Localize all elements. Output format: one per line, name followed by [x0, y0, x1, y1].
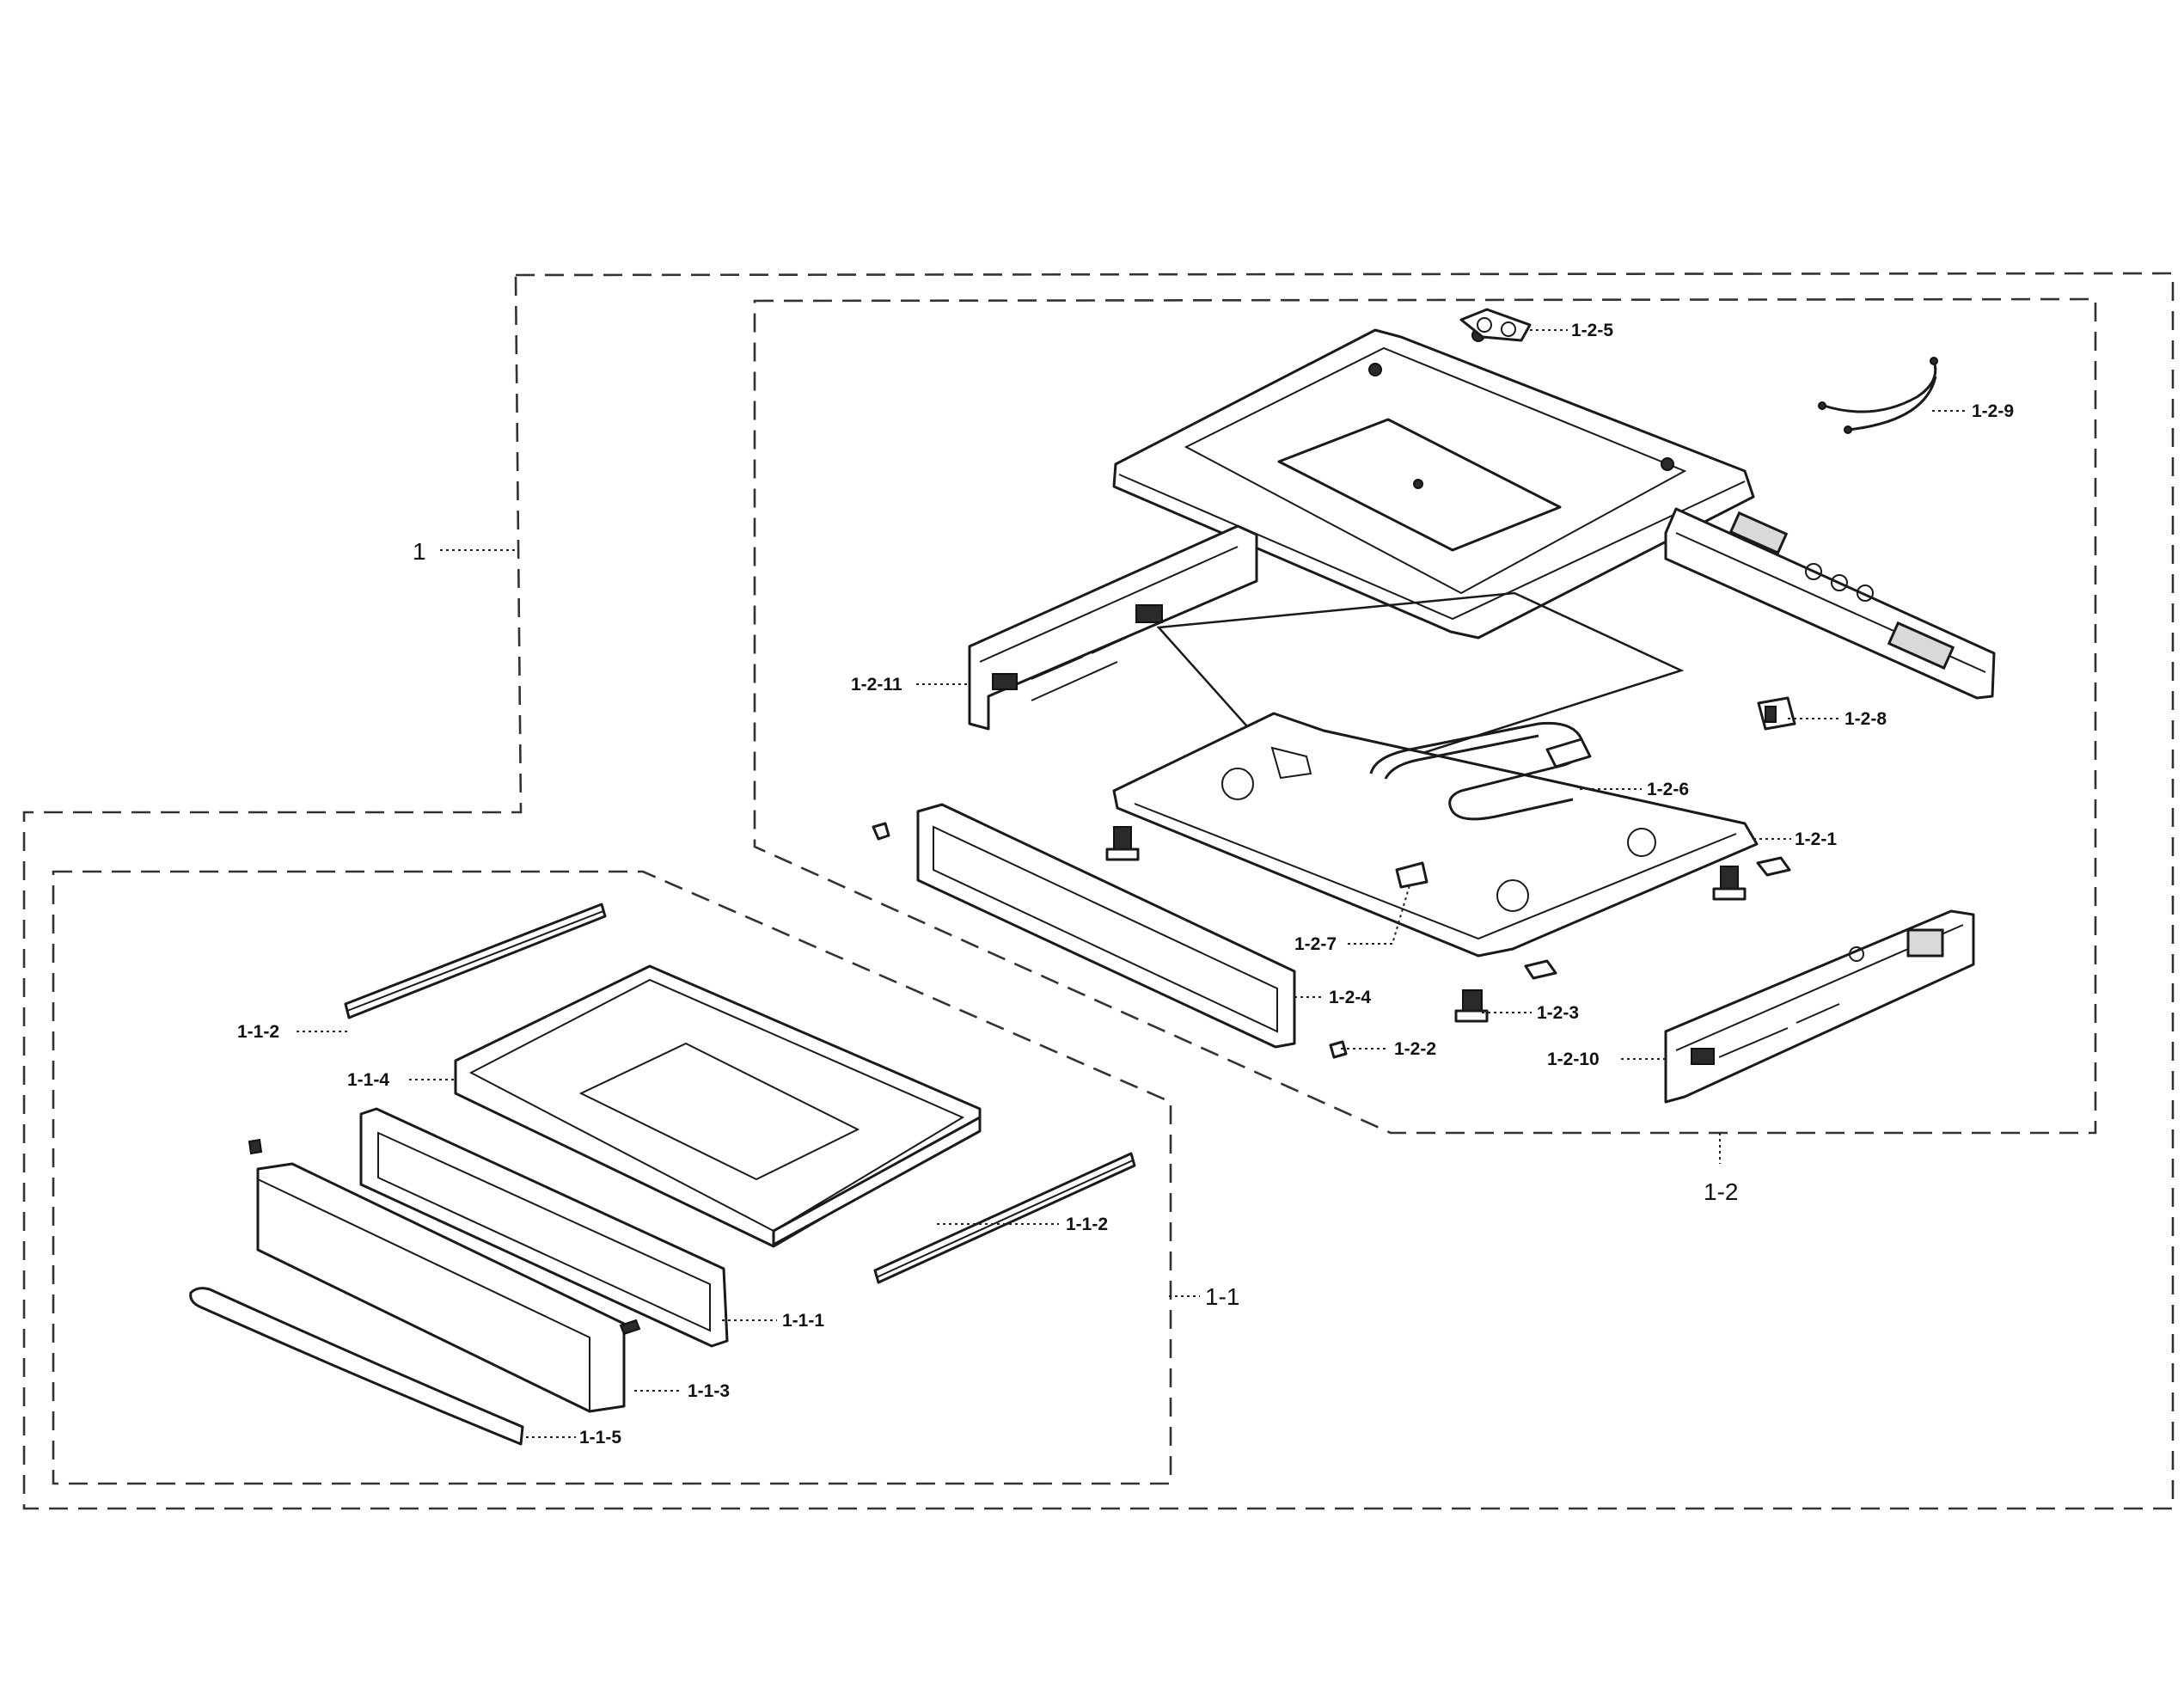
- screw-small-front: [1329, 1040, 1348, 1059]
- label-1-2-6: 1-2-6: [1647, 780, 1689, 799]
- label-1-1-2-right: 1-1-2: [1066, 1215, 1108, 1234]
- label-1-2-2: 1-2-2: [1394, 1039, 1436, 1059]
- label-1-2-9: 1-2-9: [1972, 401, 2014, 421]
- label-1-2-7: 1-2-7: [1294, 934, 1337, 954]
- label-1-2-11: 1-2-11: [851, 675, 902, 695]
- front-frame: [916, 803, 1296, 1049]
- label-subassembly-1-1: 1-1: [1205, 1283, 1239, 1310]
- label-1-1-5: 1-1-5: [579, 1428, 621, 1447]
- leveling-leg-right: [1712, 866, 1747, 901]
- drawer-inner-frame: [359, 1107, 729, 1348]
- leader-lines: [297, 329, 1967, 1438]
- right-rear-panel: [1664, 507, 1996, 700]
- drawer-rail-left: [344, 903, 607, 1019]
- label-1-2-8: 1-2-8: [1844, 709, 1887, 729]
- wire-harness: [1818, 357, 1938, 434]
- drawer-rail-right: [873, 1152, 1136, 1284]
- drawer-handle: [189, 1287, 524, 1446]
- label-1-1-2-left: 1-1-2: [237, 1022, 279, 1042]
- element-clip: [1395, 861, 1428, 889]
- label-1-1-1: 1-1-1: [782, 1311, 824, 1331]
- label-1-1-4: 1-1-4: [347, 1070, 389, 1090]
- label-1-1-3: 1-1-3: [688, 1381, 730, 1401]
- label-assembly-1: 1: [413, 538, 426, 565]
- drawer-screw: [248, 1138, 263, 1155]
- top-cover-plate: [1112, 328, 1755, 640]
- bottom-tray: [1112, 712, 1759, 958]
- leg-pad-front: [1524, 959, 1557, 980]
- label-1-2-10: 1-2-10: [1547, 1050, 1600, 1069]
- sensor-bracket: [1757, 696, 1796, 731]
- drawer-front-panel: [256, 1162, 626, 1413]
- leveling-leg-left: [1105, 826, 1140, 861]
- drawer-clip: [619, 1319, 641, 1336]
- subassembly-1-1-boundary: [52, 870, 1172, 1485]
- label-1-2-5: 1-2-5: [1571, 321, 1613, 340]
- label-1-2-3: 1-2-3: [1537, 1003, 1579, 1023]
- element-bracket: [1545, 737, 1592, 768]
- assembly-1-boundary: [22, 272, 2175, 1510]
- left-side-panel: [968, 524, 1258, 731]
- right-lower-side-panel: [1664, 909, 1975, 1104]
- subassembly-1-2-boundary: [753, 297, 2097, 1135]
- label-1-2-1: 1-2-1: [1795, 829, 1837, 849]
- label-subassembly-1-2: 1-2: [1704, 1178, 1738, 1205]
- leg-pad-right: [1756, 856, 1791, 877]
- gasket-plate: [1459, 308, 1532, 342]
- screw-small-left: [872, 822, 890, 841]
- leveling-leg-front: [1454, 989, 1489, 1023]
- drawer-body: [454, 964, 982, 1248]
- label-1-2-4: 1-2-4: [1329, 988, 1371, 1007]
